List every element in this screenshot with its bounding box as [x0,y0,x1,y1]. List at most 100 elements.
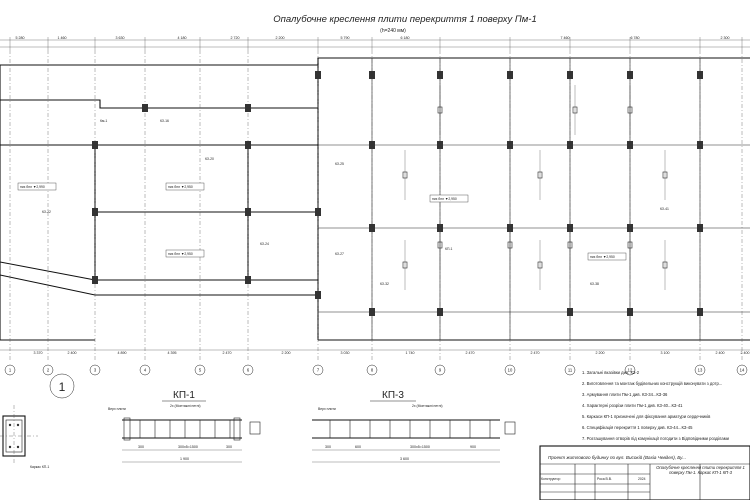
column [245,208,251,216]
axis-label: 1 [9,368,12,373]
plan-label: Км-1 [100,119,107,123]
column [369,308,375,316]
drawing-title: Опалубочне креслення плити перекриття 1 … [273,14,536,25]
column [142,104,148,112]
axis-label: 4 [144,368,147,373]
axis-label: 7 [317,368,320,373]
plan-label: КЗ-22 [42,210,51,214]
axis-circle [434,364,446,376]
axis-label: 10 [508,368,513,373]
axis-label: 13 [698,368,703,373]
drawing-subtitle: (h=240 мм) [380,28,406,34]
column [627,141,633,149]
note-3: 3. Армування плити Пм-1 див. КЗ-34...КЗ-… [582,392,668,397]
plan-label: КЗ-16 [160,119,169,123]
section-kp1: КП-1 Верх плити 2х (Монтажні петлі) 300 … [108,390,261,463]
top-dimension: 1 460 [58,36,67,40]
plan-label: КП-1 [445,247,453,251]
axis-circle [504,364,516,376]
axis-circle [4,364,16,376]
axis-label: 5 [199,368,202,373]
top-dimension: 6 780 [631,36,640,40]
axis-label: 8 [371,368,374,373]
top-dimension: 7 460 [561,36,570,40]
note-4: 4. Характерні розрізи плити Пм-1 див. КЗ… [582,403,683,408]
axis-circle [42,364,54,376]
bottom-dimension: 4 890 [118,351,127,355]
column [507,141,513,149]
plan-label: КЗ-41 [660,207,669,211]
column [567,308,573,316]
top-dimension: 2 720 [231,36,240,40]
axis-circle [89,364,101,376]
kp1-dim-2: 300x5=1500 [178,445,198,449]
column [92,208,98,216]
title-block: Проект житлового будинку по вул. Високій… [539,445,750,500]
axis-label: 9 [439,368,442,373]
axis-circle [694,364,706,376]
stamp-project: Проект житлового будинку по вул. Високій… [548,454,686,460]
kp3-dim-3: 300x5=1500 [410,445,430,449]
axis-label: 2 [47,368,50,373]
detail-marker-number: 1 [59,380,66,394]
column [245,141,251,149]
bottom-dimension: 2 200 [282,351,291,355]
plan-label: КЗ-38 [590,282,599,286]
note-6: 6. Специфікація перекриття 1 поверху див… [582,425,693,430]
axis-circle [242,364,254,376]
axis-circle [564,364,576,376]
bottom-dimension: 4 395 [168,351,177,355]
top-dimension: 2 300 [721,36,730,40]
general-notes: 1. Загальні вказівки див. КЗ-2 2. Вигото… [582,370,730,441]
plan-label: КЗ-20 [205,157,214,161]
top-dimension: 4 180 [178,36,187,40]
column [627,308,633,316]
note-1: 1. Загальні вказівки див. КЗ-2 [582,370,640,375]
axis-circle [366,364,378,376]
kp3-dim-1: 300 [325,445,331,449]
stamp-name: Роса В.В. [597,477,612,481]
column [315,291,321,299]
bottom-dimension: 2 400 [741,351,750,355]
axis-circle [312,364,324,376]
column [697,308,703,316]
column [437,141,443,149]
column [697,224,703,232]
stamp-year: 2024 [638,477,646,481]
axis-circle [194,364,206,376]
column [245,276,251,284]
level-callout: низ бпл ▼2,950 [590,255,615,259]
level-callout: низ бпл ▼2,950 [432,197,457,201]
level-callout: низ бпл ▼2,950 [168,185,193,189]
stamp-role: Конструктор [541,477,560,481]
top-dimension: 6 180 [401,36,410,40]
detail-left: Каркас КП-1 [0,405,49,469]
plan-label: КЗ-25 [335,162,344,166]
bottom-dimension: 3 030 [341,351,350,355]
kp1-note: 2х (Монтажні петлі) [170,404,200,408]
kp3-dim-total: 3 600 [400,457,409,461]
note-5: 5. Каркаси КП-1 призначені для фіксуванн… [582,414,711,419]
column [627,71,633,79]
bottom-dimension: 2 470 [531,351,540,355]
top-dimension: 5 790 [341,36,350,40]
axis-label: 12 [628,368,633,373]
axis-label: 6 [247,368,250,373]
level-callout: низ бпл ▼2,990 [20,185,45,189]
column [369,141,375,149]
bottom-dimension: 2 470 [223,351,232,355]
detail-marker: 1 [49,373,75,399]
note-7: 7. Розташування отворів під комунікації … [582,436,730,441]
kp1-title: КП-1 [173,390,195,401]
bottom-dimension: 2 200 [596,351,605,355]
column [507,71,513,79]
column [437,308,443,316]
column [567,71,573,79]
axis-circle [139,364,151,376]
bottom-dimension: 2 400 [68,351,77,355]
kp1-top-label: Верх плити [108,407,126,411]
